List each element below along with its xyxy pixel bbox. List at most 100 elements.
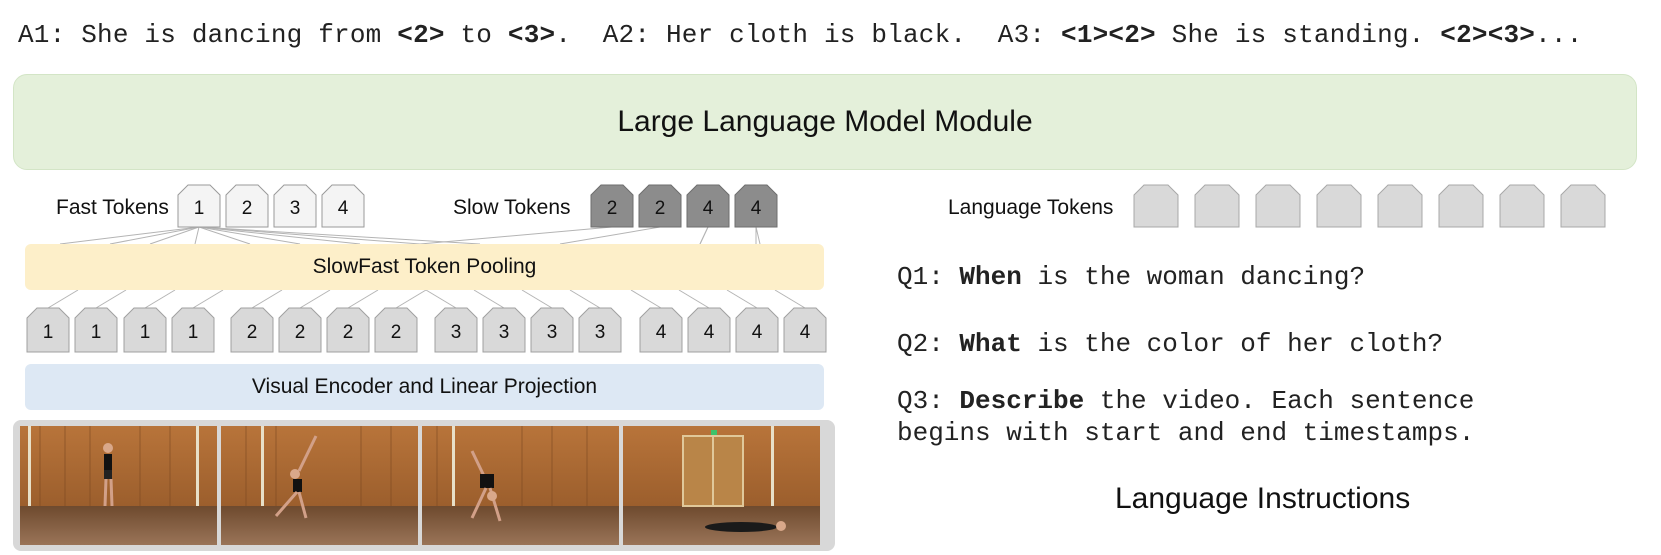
frame-token-6-label: 2 xyxy=(295,322,306,343)
connector-line xyxy=(144,289,176,309)
language-token-1 xyxy=(1133,184,1179,228)
visual-encoder-box: Visual Encoder and Linear Projection xyxy=(25,364,824,410)
answer-a1-prefix: A1: She is dancing from xyxy=(18,20,398,50)
frame-token-12: 3 xyxy=(578,307,622,353)
question-2: Q2: What is the color of her cloth? xyxy=(897,329,1443,359)
answer-text-line: A1: She is dancing from <2> to <3>. A2: … xyxy=(18,20,1583,50)
frame-token-8: 2 xyxy=(374,307,418,353)
question-1-prefix: Q1: xyxy=(897,262,960,292)
connector-line xyxy=(569,289,601,309)
video-frame-3 xyxy=(422,426,619,545)
connector-line xyxy=(59,226,200,245)
visual-encoder-label: Visual Encoder and Linear Projection xyxy=(251,375,598,398)
frame-token-12-label: 3 xyxy=(595,322,606,343)
fast-token-4-label: 4 xyxy=(338,198,349,219)
answer-a3-text: She is standing. xyxy=(1155,20,1441,50)
frame-token-3-label: 1 xyxy=(140,322,151,343)
connector-line xyxy=(149,226,200,245)
slow-token-3-label: 4 xyxy=(703,198,714,219)
video-frame-2 xyxy=(221,426,418,545)
connector-line xyxy=(347,289,379,309)
slow-token-4-label: 4 xyxy=(751,198,762,219)
connector-line xyxy=(47,289,79,309)
video-frame-1 xyxy=(20,426,217,545)
language-token-3 xyxy=(1255,184,1301,228)
connector-line xyxy=(699,226,709,245)
fast-token-2-label: 2 xyxy=(242,198,253,219)
language-token-5 xyxy=(1377,184,1423,228)
question-2-prefix: Q2: xyxy=(897,329,960,359)
language-token-8 xyxy=(1560,184,1606,228)
video-frame-4-image xyxy=(623,426,820,545)
connector-line xyxy=(198,226,481,245)
language-token-2 xyxy=(1194,184,1240,228)
fast-token-3: 3 xyxy=(273,184,317,228)
connector-line xyxy=(95,289,127,309)
question-3-line-2: begins with start and end timestamps. xyxy=(897,418,1475,448)
question-1-text: is the woman dancing? xyxy=(1021,262,1366,292)
question-3-text: the video. Each sentence xyxy=(1084,386,1475,416)
frame-token-4: 1 xyxy=(171,307,215,353)
answer-a1-start-timestamp: <2> xyxy=(397,20,445,50)
connector-line xyxy=(678,289,710,309)
frame-token-6: 2 xyxy=(278,307,322,353)
question-2-text: is the color of her cloth? xyxy=(1021,329,1444,359)
connector-line xyxy=(473,289,505,309)
slowfast-pooling-label: SlowFast Token Pooling xyxy=(312,255,537,278)
slow-token-1: 2 xyxy=(590,184,634,228)
connector-line xyxy=(630,289,662,309)
slow-tokens-label: Slow Tokens xyxy=(453,196,571,219)
question-3-keyword: Describe xyxy=(959,386,1085,416)
connector-line xyxy=(559,226,661,245)
connector-line xyxy=(198,226,301,245)
answer-a1-end-timestamp: <3> xyxy=(507,20,556,50)
slowfast-pooling-box: SlowFast Token Pooling xyxy=(25,244,824,290)
fast-tokens-label: Fast Tokens xyxy=(56,196,169,219)
question-3: Q3: Describe the video. Each sentence xyxy=(897,386,1474,416)
video-frame-1-image xyxy=(20,426,217,545)
frame-token-10-label: 3 xyxy=(499,322,510,343)
slow-token-3: 4 xyxy=(686,184,730,228)
frame-token-5: 2 xyxy=(230,307,274,353)
language-instructions-title: Language Instructions xyxy=(1115,482,1411,515)
frame-token-10: 3 xyxy=(482,307,526,353)
connector-line xyxy=(198,226,251,245)
frame-token-1-label: 1 xyxy=(43,322,54,343)
question-3-prefix: Q3: xyxy=(897,386,960,416)
connector-line xyxy=(774,289,806,309)
frame-token-7: 2 xyxy=(326,307,370,353)
frame-token-13-label: 4 xyxy=(656,322,667,343)
fast-token-group: 1 2 3 4 xyxy=(177,184,365,228)
connector-line xyxy=(726,289,758,309)
frame-token-4-label: 1 xyxy=(188,322,199,343)
frame-token-2-label: 1 xyxy=(91,322,102,343)
slow-token-1-label: 2 xyxy=(607,198,618,219)
frame-token-9-label: 3 xyxy=(451,322,462,343)
connector-line xyxy=(251,289,283,309)
question-1: Q1: When is the woman dancing? xyxy=(897,262,1365,292)
frame-token-15-label: 4 xyxy=(752,322,763,343)
fast-token-1: 1 xyxy=(177,184,221,228)
answer-a2-text: . A2: Her cloth is black. A3: xyxy=(555,20,1062,50)
connector-line xyxy=(419,226,613,245)
question-1-keyword: When xyxy=(959,262,1022,292)
frame-token-16-label: 4 xyxy=(800,322,811,343)
frame-token-7-label: 2 xyxy=(343,322,354,343)
language-token-group xyxy=(1133,184,1606,228)
frame-token-8-label: 2 xyxy=(391,322,402,343)
frame-token-14-label: 4 xyxy=(704,322,715,343)
llm-module-box: Large Language Model Module xyxy=(13,74,1637,170)
video-frames-strip xyxy=(13,420,835,551)
frame-token-5-label: 2 xyxy=(247,322,258,343)
connector-line xyxy=(198,226,421,245)
frame-token-14: 4 xyxy=(687,307,731,353)
connector-line xyxy=(192,289,224,309)
fast-token-3-label: 3 xyxy=(290,198,301,219)
language-token-6 xyxy=(1438,184,1484,228)
connector-lines xyxy=(47,226,806,309)
slow-token-4: 4 xyxy=(734,184,778,228)
fast-token-2: 2 xyxy=(225,184,269,228)
fast-token-1-label: 1 xyxy=(194,198,205,219)
